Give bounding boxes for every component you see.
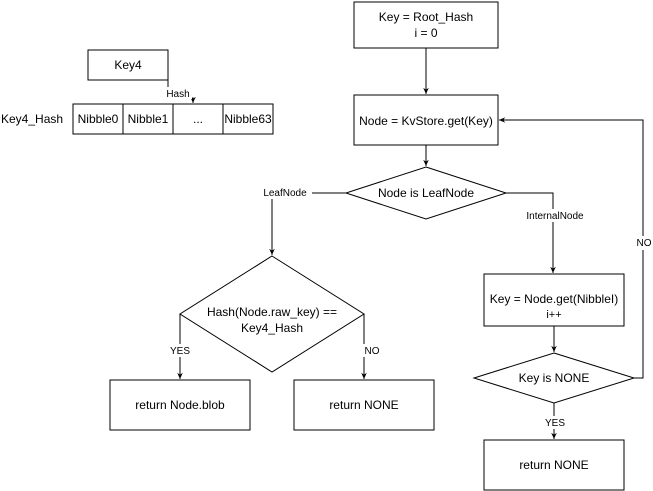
no-loop-edge: NO (499, 117, 653, 379)
nibble-array: Nibble0 Nibble1 ... Nibble63 (72, 103, 274, 135)
node-get-box: Key = Node.get(NibbleI) i++ (483, 273, 625, 327)
leafnode-edge: LeafNode (258, 186, 346, 255)
key4-hash-label: Key4_Hash (1, 112, 63, 126)
yes-left-edge: YES (168, 314, 192, 379)
internalnode-edge-label: InternalNode (526, 211, 584, 222)
return-none-left-label: return NONE (329, 398, 398, 412)
hash-compare-line-1: Hash(Node.raw_key) == (207, 305, 337, 319)
key4-label: Key4 (114, 58, 142, 72)
hash-compare-line-2: Key4_Hash (241, 321, 303, 335)
return-none-left-box: return NONE (293, 379, 435, 431)
internalnode-edge: InternalNode (506, 192, 588, 273)
hash-edge-label: Hash (166, 89, 189, 100)
yes-right-edge: YES (542, 403, 568, 439)
is-none-decision: Key is NONE (472, 352, 636, 404)
return-none-right-box: return NONE (483, 439, 625, 491)
nibble-1-label: Nibble1 (128, 112, 169, 126)
key4-box: Key4 (87, 49, 169, 81)
start-line-2: i = 0 (414, 26, 437, 40)
return-blob-box: return Node.blob (109, 379, 251, 431)
kvstore-get-label: Node = KvStore.get(Key) (359, 114, 493, 128)
no-left-edge: NO (361, 314, 382, 379)
is-none-label: Key is NONE (519, 371, 590, 385)
yes-left-edge-label: YES (170, 346, 190, 357)
no-left-edge-label: NO (365, 346, 380, 357)
nibble-0-label: Nibble0 (78, 112, 119, 126)
node-get-line-2: i++ (546, 309, 561, 321)
start-line-1: Key = Root_Hash (379, 10, 473, 24)
hash-compare-decision: Hash(Node.raw_key) == Key4_Hash (179, 255, 365, 373)
leafnode-edge-label: LeafNode (263, 188, 307, 199)
nibble-63-label: Nibble63 (224, 112, 272, 126)
hash-edge: Hash (164, 80, 196, 103)
return-none-right-label: return NONE (519, 458, 588, 472)
no-loop-edge-label: NO (637, 238, 652, 249)
node-get-line-1: Key = Node.get(NibbleI) (490, 292, 618, 306)
start-box: Key = Root_Hash i = 0 (353, 1, 499, 49)
is-leaf-decision: Node is LeafNode (344, 166, 508, 220)
return-blob-label: return Node.blob (135, 398, 225, 412)
yes-right-edge-label: YES (545, 418, 565, 429)
nibble-cell-0 (72, 103, 124, 135)
kvstore-get-box: Node = KvStore.get(Key) (353, 94, 499, 146)
is-leaf-label: Node is LeafNode (378, 186, 474, 200)
nibble-ellipsis-label: ... (193, 112, 203, 126)
nibble-cell-63 (222, 103, 274, 135)
